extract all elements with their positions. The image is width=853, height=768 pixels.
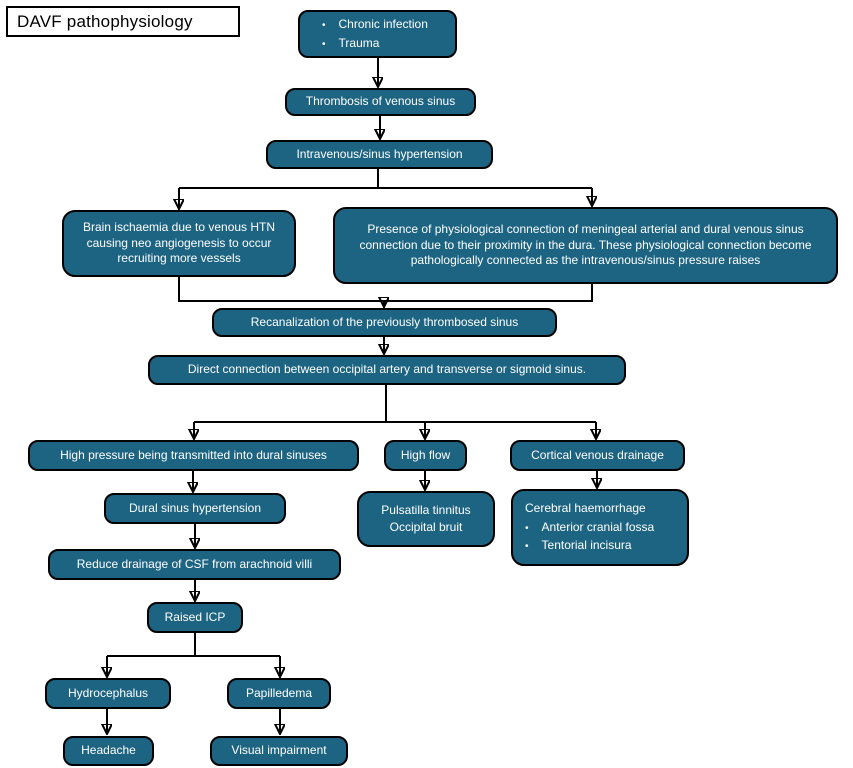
node-high-flow: High flow xyxy=(384,440,467,471)
node-label: Cortical venous drainage xyxy=(531,447,664,462)
page-title: DAVF pathophysiology xyxy=(6,6,240,37)
haemorrhage-item: • Tentorial incisura xyxy=(525,538,632,554)
node-haemorrhage: Cerebral haemorrhage • Anterior cranial … xyxy=(511,489,689,566)
node-label: Thrombosis of venous sinus xyxy=(305,94,456,109)
cause-item: • Trauma xyxy=(322,36,379,52)
node-tinnitus: Pulsatilla tinnitus Occipital bruit xyxy=(357,491,495,547)
node-visual-impairment: Visual impairment xyxy=(210,736,348,766)
node-label: Raised ICP xyxy=(164,609,226,624)
node-label: Hydrocephalus xyxy=(67,685,149,700)
bullet-marker: • xyxy=(525,522,529,534)
bullet-marker: • xyxy=(525,541,529,553)
node-label: Headache xyxy=(81,743,136,758)
node-label: Dural sinus hypertension xyxy=(128,500,262,515)
tinnitus-lines: Pulsatilla tinnitus Occipital bruit xyxy=(381,503,470,535)
node-label: Intravenous/sinus hypertension xyxy=(296,146,463,161)
node-label: Recanalization of the previously thrombo… xyxy=(250,314,519,329)
node-thrombosis: Thrombosis of venous sinus xyxy=(285,88,476,116)
node-label: High pressure being transmitted into dur… xyxy=(60,447,327,462)
node-label: Visual impairment xyxy=(231,743,327,758)
node-raised-icp: Raised ICP xyxy=(147,602,243,633)
branch-direct-trunk xyxy=(194,385,596,423)
node-label: Occipital bruit xyxy=(389,519,463,534)
node-label: Reduce drainage of CSF from arachnoid vi… xyxy=(76,556,313,571)
node-sinus-hypertension: Intravenous/sinus hypertension xyxy=(266,140,493,169)
haemorrhage-heading: Cerebral haemorrhage xyxy=(525,501,646,516)
cause-label: Chronic infection xyxy=(338,16,428,31)
page-title-text: DAVF pathophysiology xyxy=(17,11,193,31)
node-label: High flow xyxy=(400,447,451,462)
node-direct-connection: Direct connection between occipital arte… xyxy=(148,355,626,385)
node-hydrocephalus: Hydrocephalus xyxy=(45,678,171,709)
node-physiological-connection: Presence of physiological connection of … xyxy=(333,207,838,284)
bullet-marker: • xyxy=(322,19,326,31)
node-label: Pulsatilla tinnitus xyxy=(381,502,471,517)
node-headache: Headache xyxy=(63,736,154,766)
node-recanalization: Recanalization of the previously thrombo… xyxy=(212,308,557,337)
node-label: Papilledema xyxy=(245,685,313,700)
node-label: Brain ischaemia due to venous HTN causin… xyxy=(82,220,276,266)
node-brain-ischaemia: Brain ischaemia due to venous HTN causin… xyxy=(62,210,296,277)
haemorrhage-label: Tentorial incisura xyxy=(541,538,632,553)
node-high-pressure: High pressure being transmitted into dur… xyxy=(28,440,359,471)
node-label: Direct connection between occipital arte… xyxy=(187,362,587,377)
haemorrhage-label: Anterior cranial fossa xyxy=(541,519,655,534)
node-dural-hypertension: Dural sinus hypertension xyxy=(104,493,286,524)
node-csf-drainage: Reduce drainage of CSF from arachnoid vi… xyxy=(48,549,341,580)
node-papilledema: Papilledema xyxy=(227,678,331,709)
cause-item: • Chronic infection xyxy=(322,17,428,33)
cause-label: Trauma xyxy=(338,35,380,50)
node-label: Presence of physiological connection of … xyxy=(359,222,812,268)
branch-hypertension-trunk xyxy=(179,169,592,189)
haemorrhage-item: • Anterior cranial fossa xyxy=(525,520,654,536)
node-causes: • Chronic infection • Trauma xyxy=(298,10,457,58)
node-cortical-drainage: Cortical venous drainage xyxy=(510,440,685,471)
bullet-marker: • xyxy=(322,38,326,50)
branch-icp-trunk xyxy=(107,633,280,657)
